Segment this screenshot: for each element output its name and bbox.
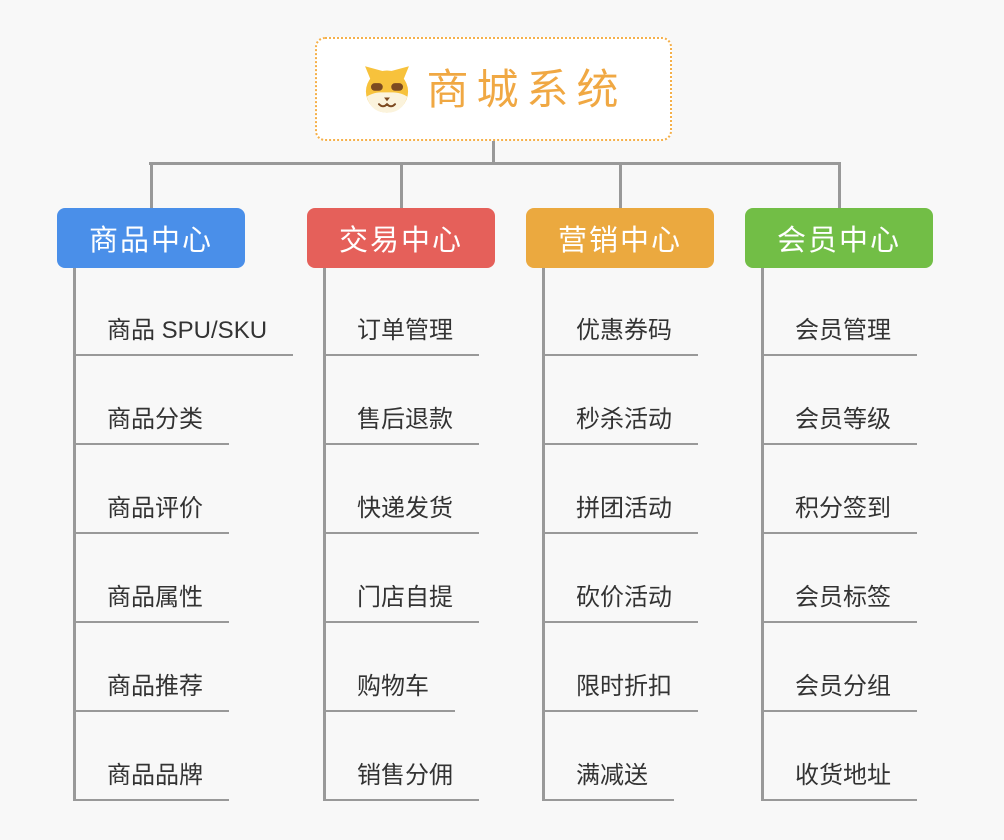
leaf-node[interactable]: 优惠券码 — [542, 316, 698, 356]
root-node[interactable]: 商城系统 — [315, 37, 672, 141]
branch-spine-3 — [761, 268, 764, 801]
root-title: 商城系统 — [426, 66, 627, 113]
leaf-node[interactable]: 积分签到 — [761, 494, 917, 534]
leaf-node[interactable]: 会员管理 — [761, 316, 917, 356]
connector-branch-drop-3 — [837, 162, 841, 210]
leaf-node[interactable]: 秒杀活动 — [542, 405, 698, 445]
branch-header-3[interactable]: 会员中心 — [745, 208, 933, 268]
leaf-node[interactable]: 会员等级 — [761, 405, 917, 445]
branch-header-0[interactable]: 商品中心 — [57, 208, 245, 268]
dog-face-icon — [360, 62, 414, 116]
connector-main-horizontal — [149, 162, 840, 165]
branch-header-2[interactable]: 营销中心 — [526, 208, 714, 268]
leaf-node[interactable]: 砍价活动 — [542, 583, 698, 623]
connector-branch-drop-0 — [149, 162, 153, 210]
leaf-node[interactable]: 门店自提 — [323, 583, 479, 623]
leaf-node[interactable]: 售后退款 — [323, 405, 479, 445]
leaf-node[interactable]: 商品 SPU/SKU — [73, 316, 294, 356]
leaf-node[interactable]: 商品分类 — [73, 405, 229, 445]
leaf-node[interactable]: 收货地址 — [761, 761, 917, 801]
leaf-node[interactable]: 会员分组 — [761, 672, 917, 712]
leaf-node[interactable]: 销售分佣 — [323, 761, 479, 801]
branch-spine-1 — [323, 268, 326, 801]
leaf-node[interactable]: 购物车 — [323, 672, 455, 712]
leaf-node[interactable]: 满减送 — [542, 761, 674, 801]
leaf-node[interactable]: 商品属性 — [73, 583, 229, 623]
branch-header-1[interactable]: 交易中心 — [307, 208, 495, 268]
connector-branch-drop-1 — [399, 162, 403, 210]
leaf-node[interactable]: 商品品牌 — [73, 761, 229, 801]
leaf-node[interactable]: 拼团活动 — [542, 494, 698, 534]
leaf-node[interactable]: 会员标签 — [761, 583, 917, 623]
leaf-node[interactable]: 限时折扣 — [542, 672, 698, 712]
leaf-node[interactable]: 快递发货 — [323, 494, 479, 534]
connector-root-drop — [492, 140, 495, 164]
branch-spine-2 — [542, 268, 545, 801]
branch-spine-0 — [73, 268, 76, 801]
connector-branch-drop-2 — [618, 162, 622, 210]
leaf-node[interactable]: 商品推荐 — [73, 672, 229, 712]
leaf-node[interactable]: 订单管理 — [323, 316, 479, 356]
leaf-node[interactable]: 商品评价 — [73, 494, 229, 534]
